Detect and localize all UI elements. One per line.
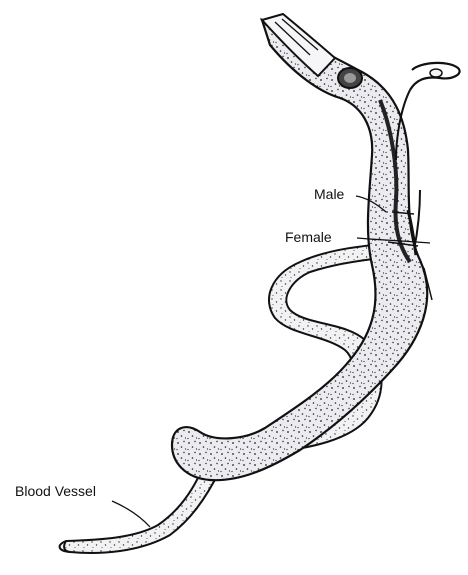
female-label: Female — [285, 229, 332, 245]
male-worm — [172, 14, 460, 480]
blood-vessel-leader-line — [112, 501, 150, 527]
blood-vessel-label: Blood Vessel — [15, 483, 96, 499]
male-label: Male — [314, 186, 344, 202]
